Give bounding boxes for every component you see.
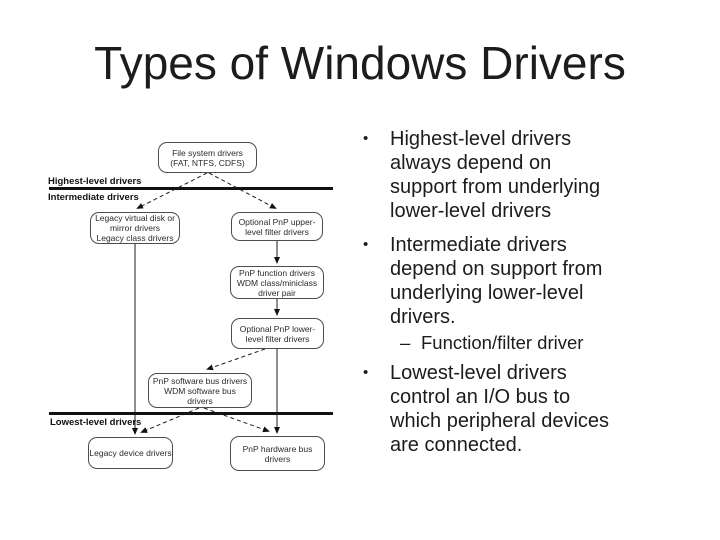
label-intermediate-drivers: Intermediate drivers <box>48 192 139 203</box>
bullet-text: Highest-level drivers always depend on s… <box>390 128 601 222</box>
box-legacy-device-drivers: Legacy device drivers <box>88 437 173 469</box>
box-file-system-drivers: File system drivers (FAT, NTFS, CDFS) <box>158 142 257 173</box>
highest-intermediate-divider <box>49 187 333 190</box>
bullet-item-highest-level: • Highest-level drivers always depend on… <box>363 127 695 223</box>
bullet-text: Intermediate drivers depend on support f… <box>390 234 603 328</box>
label-highest-level-drivers: Highest-level drivers <box>48 176 142 187</box>
bullet-text: Function/filter driver <box>421 332 584 353</box>
box-legacy-virtual-disk-drivers: Legacy virtual disk or mirror drivers Le… <box>90 212 180 244</box>
dash-marker: – <box>400 332 411 353</box>
box-pnp-hardware-bus-drivers: PnP hardware bus drivers <box>230 436 325 471</box>
bullet-list: • Highest-level drivers always depend on… <box>363 127 695 467</box>
bullet-marker: • <box>363 236 369 253</box>
sub-bullet-item-function-filter: – Function/filter driver <box>400 331 695 354</box>
bullet-item-intermediate: • Intermediate drivers depend on support… <box>363 233 695 329</box>
box-pnp-upper-level-filter-drivers: Optional PnP upper- level filter drivers <box>231 212 323 241</box>
page-title: Types of Windows Drivers <box>94 37 626 89</box>
box-pnp-software-bus-drivers: PnP software bus drivers WDM software bu… <box>148 373 252 408</box>
lowest-level-divider <box>49 412 333 415</box>
bullet-marker: • <box>363 130 369 147</box>
box-pnp-lower-level-filter-drivers: Optional PnP lower- level filter drivers <box>231 318 324 349</box>
bullet-marker: • <box>363 364 369 381</box>
box-pnp-function-drivers: PnP function drivers WDM class/miniclass… <box>230 266 324 299</box>
bullet-item-lowest-level: • Lowest-level drivers control an I/O bu… <box>363 361 695 457</box>
label-lowest-level-drivers: Lowest-level drivers <box>50 417 142 428</box>
bullet-text: Lowest-level drivers control an I/O bus … <box>390 362 610 456</box>
